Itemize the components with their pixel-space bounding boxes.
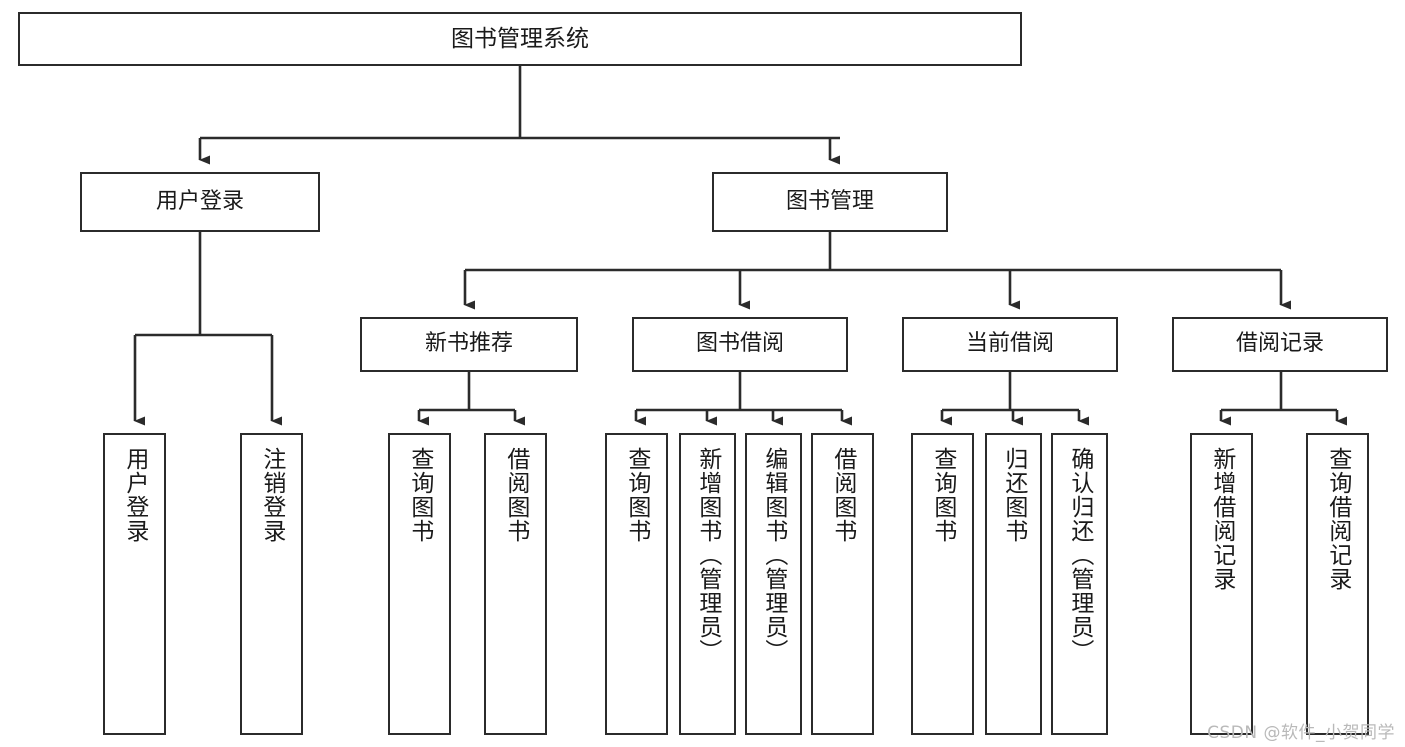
- watermark-text: CSDN @软件_小贺同学: [1207, 723, 1395, 743]
- node-leaf-query-record[interactable]: 查询借阅记录: [1306, 433, 1369, 735]
- node-user-login[interactable]: 用户登录: [80, 172, 320, 232]
- node-current-borrow-label: 当前借阅: [965, 331, 1054, 357]
- node-root[interactable]: 图书管理系统: [18, 12, 1022, 66]
- node-leaf-user-login-label: 用户登录: [121, 447, 148, 543]
- node-leaf-confirm-return[interactable]: 确认归还（管理员）: [1051, 433, 1108, 735]
- node-leaf-borrow-book-2[interactable]: 借阅图书: [811, 433, 874, 735]
- node-leaf-query-book-1-label: 查询图书: [406, 447, 433, 543]
- node-book-borrow-label: 图书借阅: [695, 331, 784, 357]
- node-leaf-query-book-3[interactable]: 查询图书: [911, 433, 974, 735]
- node-leaf-query-book-2-label: 查询图书: [623, 447, 650, 543]
- node-leaf-logout[interactable]: 注销登录: [240, 433, 303, 735]
- node-current-borrow[interactable]: 当前借阅: [902, 317, 1118, 372]
- node-book-borrow[interactable]: 图书借阅: [632, 317, 848, 372]
- node-book-manage[interactable]: 图书管理: [712, 172, 948, 232]
- node-leaf-return-book[interactable]: 归还图书: [985, 433, 1042, 735]
- node-leaf-borrow-book-2-label: 借阅图书: [829, 447, 856, 543]
- node-root-label: 图书管理系统: [451, 25, 589, 52]
- node-leaf-query-book-1[interactable]: 查询图书: [388, 433, 451, 735]
- node-leaf-add-record-label: 新增借阅记录: [1208, 447, 1235, 591]
- node-leaf-query-book-2[interactable]: 查询图书: [605, 433, 668, 735]
- node-leaf-query-record-label: 查询借阅记录: [1324, 447, 1351, 591]
- node-user-login-label: 用户登录: [155, 188, 244, 214]
- node-leaf-edit-book-label: 编辑图书（管理员）: [760, 447, 787, 663]
- node-leaf-confirm-return-label: 确认归还（管理员）: [1066, 447, 1093, 663]
- node-book-manage-label: 图书管理: [785, 188, 874, 214]
- node-new-book-rec[interactable]: 新书推荐: [360, 317, 578, 372]
- node-leaf-add-record[interactable]: 新增借阅记录: [1190, 433, 1253, 735]
- node-leaf-add-book[interactable]: 新增图书（管理员）: [679, 433, 736, 735]
- node-leaf-edit-book[interactable]: 编辑图书（管理员）: [745, 433, 802, 735]
- node-leaf-query-book-3-label: 查询图书: [929, 447, 956, 543]
- node-leaf-add-book-label: 新增图书（管理员）: [694, 447, 721, 663]
- node-new-book-rec-label: 新书推荐: [424, 331, 513, 357]
- node-borrow-record[interactable]: 借阅记录: [1172, 317, 1388, 372]
- node-leaf-borrow-book-1[interactable]: 借阅图书: [484, 433, 547, 735]
- node-leaf-borrow-book-1-label: 借阅图书: [502, 447, 529, 543]
- node-leaf-user-login[interactable]: 用户登录: [103, 433, 166, 735]
- node-borrow-record-label: 借阅记录: [1235, 331, 1324, 357]
- node-leaf-return-book-label: 归还图书: [1000, 447, 1027, 543]
- node-leaf-logout-label: 注销登录: [258, 447, 285, 543]
